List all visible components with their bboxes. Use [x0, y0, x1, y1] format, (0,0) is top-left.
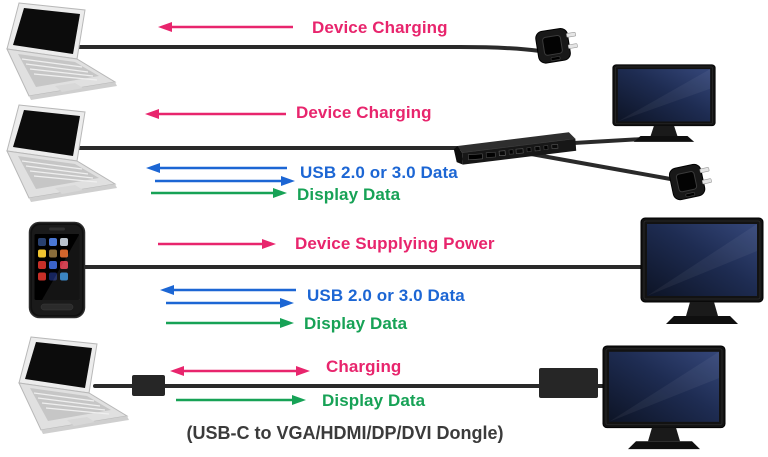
- dongle-caption: (USB-C to VGA/HDMI/DP/DVI Dongle): [186, 423, 504, 443]
- wall-charger-icon: [534, 22, 582, 68]
- usb-data-arrow-left: [160, 285, 296, 295]
- device-charging-label: Device Charging: [312, 18, 448, 37]
- video-dongle-icon: [539, 368, 598, 398]
- usb-data-arrow-right: [155, 176, 295, 186]
- cable-row-1: [66, 45, 542, 53]
- display-data-arrow-right: [166, 318, 294, 328]
- usb-data-label: USB 2.0 or 3.0 Data: [300, 163, 458, 182]
- device-charging-label: Device Charging: [296, 103, 432, 122]
- usb-data-arrow-left: [146, 163, 287, 173]
- wall-charger-icon: [668, 158, 716, 204]
- usb-data-label: USB 2.0 or 3.0 Data: [307, 286, 465, 305]
- usb-c-connector-icon: [132, 375, 165, 396]
- display-data-arrow-right: [151, 188, 287, 198]
- device-supplying-power-label: Device Supplying Power: [295, 234, 495, 253]
- monitor-icon: [640, 217, 764, 327]
- monitor-icon: [612, 64, 716, 144]
- device-supplying-power-arrow-right: [158, 239, 276, 249]
- device-charging-arrow-left: [145, 109, 286, 119]
- cable-dock-to-charger: [518, 150, 678, 182]
- smartphone-icon: [28, 221, 86, 319]
- display-data-arrow-right: [176, 395, 306, 405]
- usb-c-dock-icon: [452, 128, 578, 172]
- display-data-label: Display Data: [304, 314, 408, 333]
- laptop-icon: [3, 104, 121, 202]
- display-data-label: Display Data: [322, 391, 426, 410]
- monitor-icon: [602, 345, 726, 452]
- charging-label: Charging: [326, 357, 402, 376]
- charging-arrow-both: [170, 366, 310, 376]
- display-data-label: Display Data: [297, 185, 401, 204]
- usb-data-arrow-right: [166, 298, 294, 308]
- laptop-icon: [3, 2, 121, 100]
- device-charging-arrow-left: [158, 22, 293, 32]
- laptop-icon: [15, 336, 133, 434]
